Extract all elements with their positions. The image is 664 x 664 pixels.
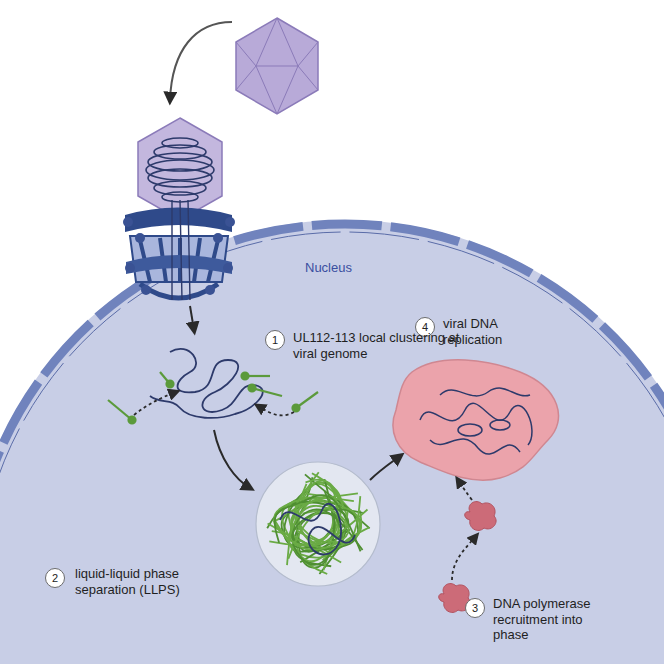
ul112-113-proteins bbox=[108, 372, 318, 424]
callout-circle: 3 bbox=[465, 598, 485, 618]
callout-circle: 1 bbox=[265, 330, 285, 350]
capsid bbox=[236, 18, 318, 114]
step-label: liquid-liquid phase separation (LLPS) bbox=[75, 566, 225, 597]
callout-number: 1 bbox=[272, 335, 278, 346]
dna-polymerase bbox=[439, 502, 496, 613]
nuclear-pore bbox=[123, 200, 235, 300]
recruit-arrow bbox=[258, 406, 294, 415]
phase-arrow bbox=[214, 430, 250, 488]
entry-arrow bbox=[170, 22, 232, 100]
protein-strand bbox=[275, 496, 360, 561]
replication-arrow bbox=[370, 456, 400, 480]
nucleus bbox=[0, 220, 664, 664]
callout-circle: 2 bbox=[45, 568, 65, 588]
nuclear-envelope bbox=[0, 224, 664, 664]
condensate bbox=[256, 462, 380, 586]
callout-number: 3 bbox=[472, 603, 478, 614]
injection-arrow bbox=[190, 306, 194, 330]
recruit-arrow bbox=[458, 480, 472, 500]
viral-genome bbox=[150, 349, 263, 418]
recruit-arrow bbox=[134, 392, 176, 415]
protein-tangle bbox=[267, 472, 369, 574]
compartment-label: Nucleus bbox=[305, 260, 352, 276]
recruit-arrow bbox=[452, 536, 476, 580]
condensed-genome bbox=[280, 504, 355, 555]
step-label: viral DNA replication bbox=[443, 316, 527, 347]
step-label: DNA polymerase recruitment into phase bbox=[493, 596, 611, 643]
replication-compartment bbox=[393, 360, 559, 480]
callout-number: 2 bbox=[52, 573, 58, 584]
replicating-dna bbox=[420, 388, 532, 454]
nuclear-envelope-inner bbox=[0, 232, 664, 664]
